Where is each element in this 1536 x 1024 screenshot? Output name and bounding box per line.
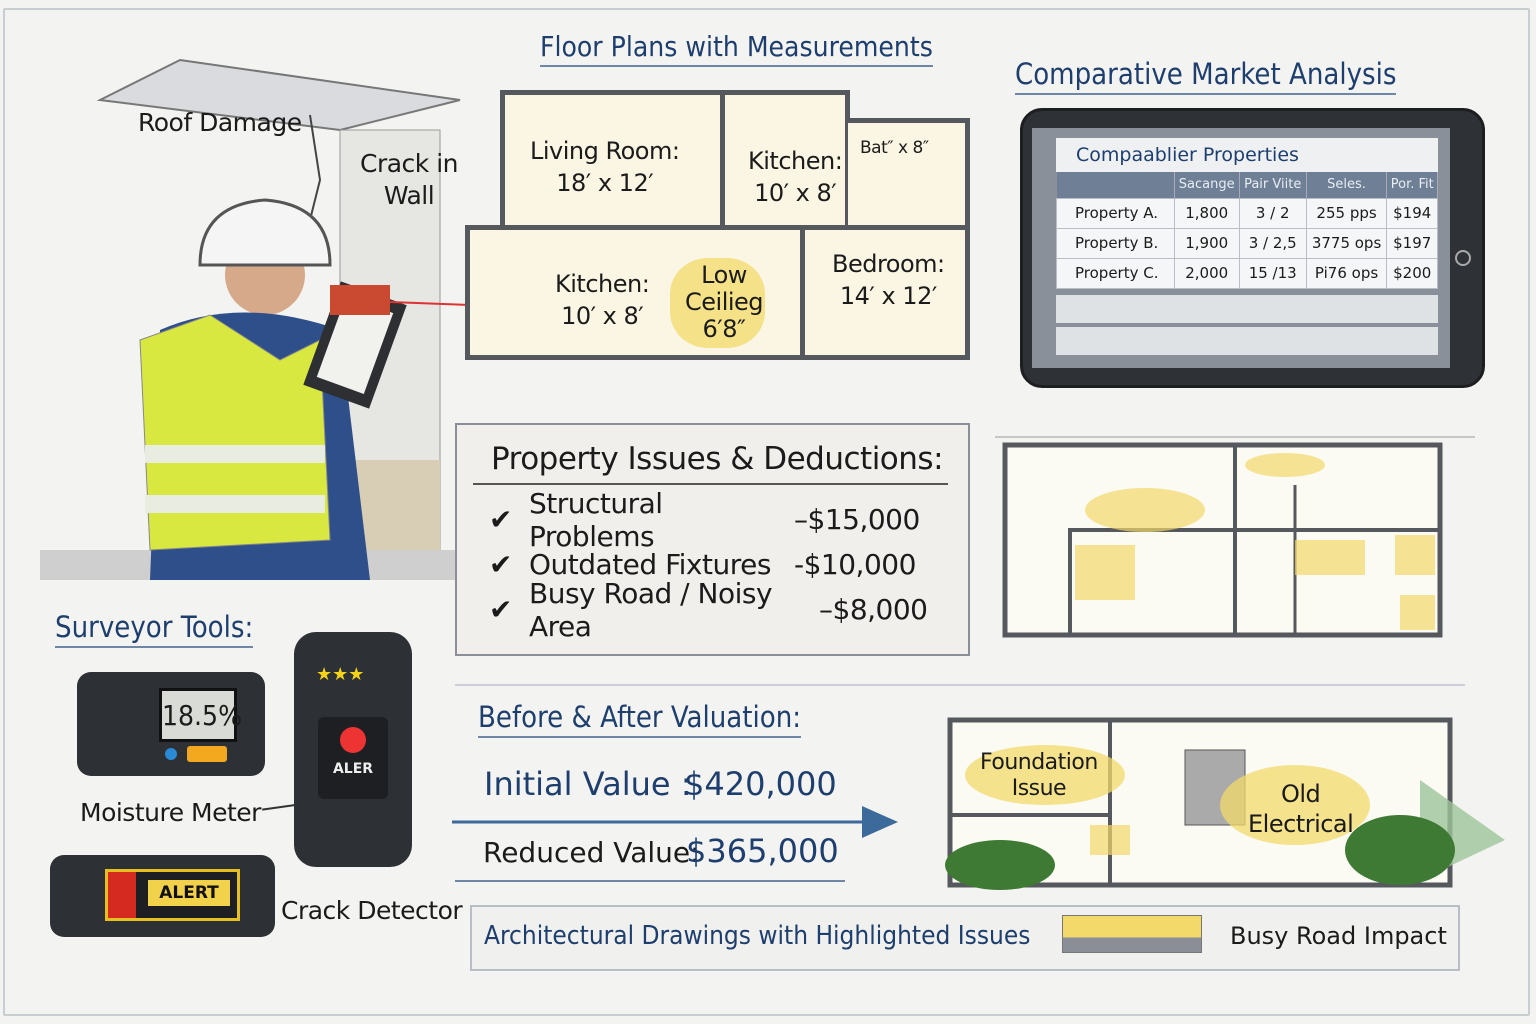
- cma-title: Comparative Market Analysis: [1015, 57, 1397, 95]
- check-icon: ✔: [489, 593, 512, 626]
- check-icon: ✔: [489, 503, 512, 536]
- tools-title: Surveyor Tools:: [55, 610, 254, 648]
- room-bath: Bat″ x 8″: [860, 138, 929, 158]
- blueprint-drawing: [995, 436, 1475, 638]
- issues-panel: Property Issues & Deductions: ✔Structura…: [455, 423, 970, 656]
- tablet-home-button[interactable]: [1455, 250, 1471, 266]
- star-icons: ★★★: [316, 664, 365, 685]
- page-frame: [3, 8, 1530, 1016]
- low-ceiling-highlight: [670, 258, 765, 348]
- issue-item: ✔Structural Problems–$15,000: [489, 486, 920, 553]
- floor-plan-bath: [848, 118, 970, 230]
- room-living: Living Room:18′ x 12′: [530, 137, 680, 197]
- caption-bar: Architectural Drawings with Highlighted …: [470, 905, 1460, 971]
- roof-damage-label: Roof Damage: [138, 108, 302, 137]
- arrow-icon: [452, 806, 898, 838]
- crack-detector-device: ★★★ ALER: [294, 632, 412, 867]
- alert-screen-text: ALERT: [148, 880, 230, 906]
- issue-item: ✔Busy Road / Noisy Area–$8,000: [489, 576, 928, 643]
- moisture-reading: 18.5%: [159, 688, 242, 742]
- moisture-meter: 18.5%: [77, 672, 265, 776]
- initial-value: Initial Value :$420,000: [484, 765, 837, 803]
- reduced-value: Reduced Value:$365,000: [483, 832, 839, 870]
- crack-detector-label: Crack Detector: [281, 896, 463, 925]
- busy-road-label: Busy Road Impact: [1230, 922, 1447, 950]
- room-bedroom: Bedroom:14′ x 12′: [832, 250, 945, 310]
- cma-table-title: Compaablier Properties: [1056, 138, 1438, 172]
- alert-light-icon: [340, 727, 366, 753]
- inspector-illustration: [40, 58, 470, 580]
- crack-in-wall-label: Crack in Wall: [360, 149, 459, 210]
- room-low-ceiling: Low Ceilieg 6′8″: [685, 261, 764, 343]
- blueprint-issues-drawing: [945, 717, 1505, 890]
- foundation-issue-label: Foundation Issue: [980, 750, 1098, 801]
- floor-plan-title: Floor Plans with Measurements: [540, 30, 933, 67]
- check-icon: ✔: [489, 548, 512, 581]
- valuation-title: Before & After Valuation:: [478, 700, 802, 738]
- moisture-button-blue[interactable]: [165, 748, 177, 760]
- moisture-button-orange[interactable]: [187, 746, 227, 762]
- issues-title: Property Issues & Deductions:: [473, 441, 948, 485]
- road-icon: [1062, 915, 1202, 953]
- issue-item: ✔Outdated Fixtures-$10,000: [489, 548, 916, 581]
- caption-text: Architectural Drawings with Highlighted …: [484, 921, 1031, 951]
- room-kitchen-upper: Kitchen:10′ x 8′: [748, 147, 843, 207]
- alert-device: ALERT: [50, 855, 275, 937]
- detector-screen-text: ALER: [332, 761, 374, 777]
- old-electrical-label: Old Electrical: [1248, 780, 1354, 838]
- moisture-meter-label: Moisture Meter: [80, 798, 261, 827]
- room-kitchen-lower: Kitchen:10′ x 8′: [555, 270, 650, 330]
